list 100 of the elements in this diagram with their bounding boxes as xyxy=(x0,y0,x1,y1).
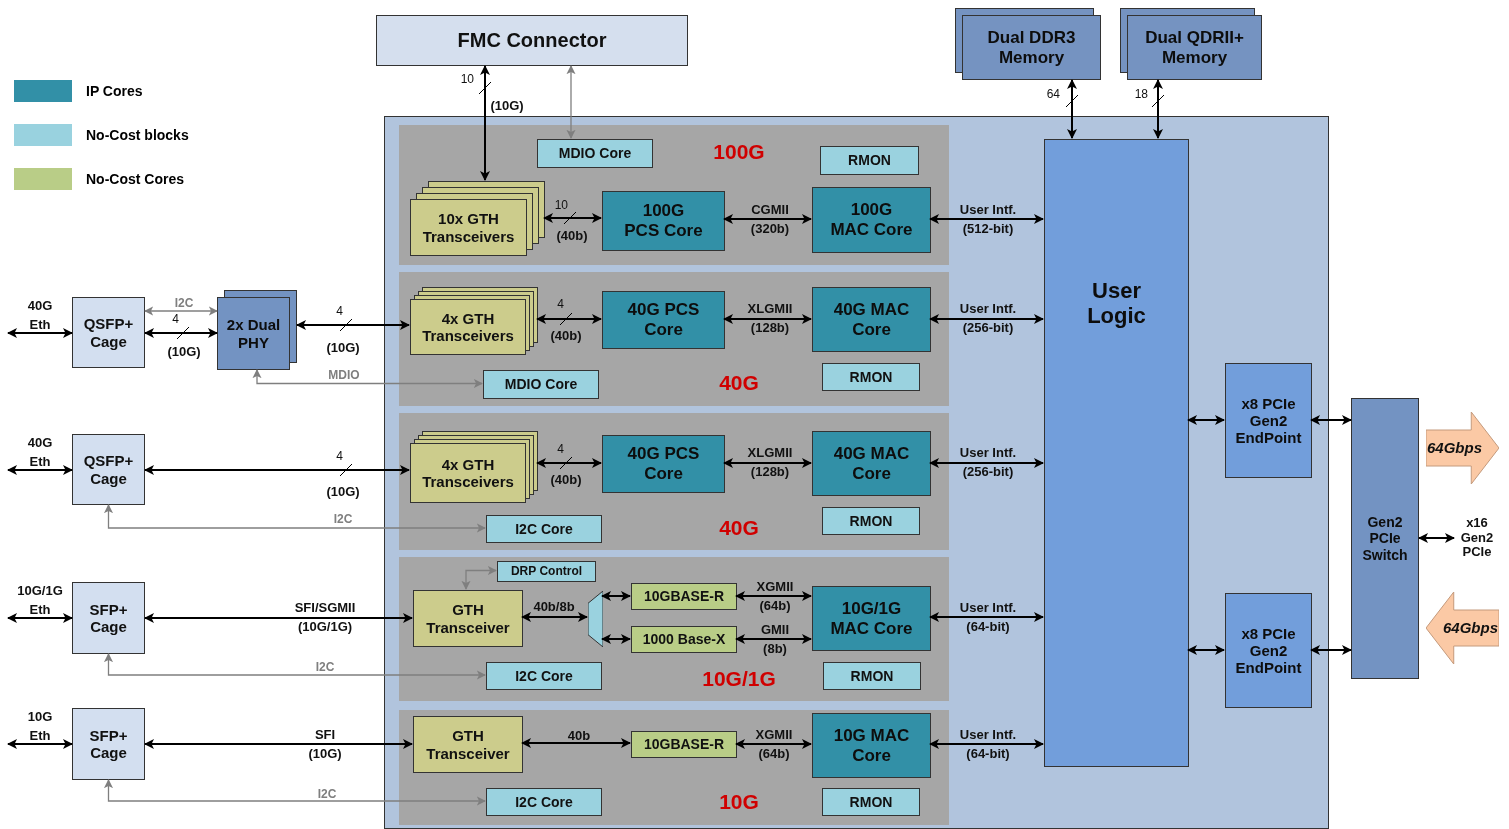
core-block xyxy=(483,370,599,399)
core-block xyxy=(486,788,602,816)
node-label: 10GBASE-R xyxy=(643,588,725,605)
node-label: 40G PCS Core xyxy=(626,300,701,340)
edge-label: 40b/8b xyxy=(532,597,576,616)
arrow xyxy=(144,328,218,338)
node-label: MDIO Core xyxy=(504,376,578,393)
arrow xyxy=(723,214,812,224)
node-label: Dual QDRII+ Memory xyxy=(1144,27,1245,68)
arrow xyxy=(929,314,1044,324)
core-block xyxy=(822,788,920,816)
control-line xyxy=(566,65,576,139)
arrow xyxy=(1187,415,1225,425)
arrow xyxy=(1153,79,1163,139)
data-path-panel xyxy=(399,710,949,825)
transceiver-stack xyxy=(410,287,538,355)
arrow xyxy=(543,213,602,223)
node-label: Dual DDR3 Memory xyxy=(986,27,1077,68)
core-block xyxy=(812,431,931,496)
arrow xyxy=(7,328,73,338)
arrow xyxy=(735,591,812,601)
core-block xyxy=(602,191,725,251)
transceiver-block xyxy=(413,590,523,647)
panel-heading: 10G xyxy=(719,790,759,814)
data-path-panel xyxy=(399,125,949,265)
node-label: QSFP+ Cage xyxy=(82,452,135,487)
node-label: 2x Dual PHY xyxy=(225,316,282,351)
edge-label: 10G/1G Eth xyxy=(16,582,64,619)
edge-label: User Intf. (256-bit) xyxy=(958,444,1018,481)
control-line xyxy=(461,565,497,590)
edge-label: (40b) xyxy=(549,326,583,345)
signal-label: I2C xyxy=(316,787,338,801)
arrow xyxy=(929,739,1044,749)
node-label: x8 PCIe Gen2 EndPoint xyxy=(1234,624,1303,677)
node-label: DRP Control xyxy=(510,564,583,579)
bus-width: 4 xyxy=(171,312,179,326)
edge-label: 40G Eth xyxy=(26,434,54,471)
control-line xyxy=(103,779,486,806)
arrow xyxy=(1310,415,1352,425)
node-label: SFP+ Cage xyxy=(88,726,129,762)
arrow xyxy=(1067,79,1077,139)
node-label: 1000 Base-X xyxy=(642,631,726,648)
data-path-panel xyxy=(399,272,949,406)
cage-block xyxy=(72,434,145,505)
core-block xyxy=(602,291,725,349)
node-label: x8 PCIe Gen2 EndPoint xyxy=(1234,394,1303,447)
node-label: 4x GTH Transceivers xyxy=(421,309,515,345)
edge-label: (10G) xyxy=(325,482,361,501)
node-label: 100G PCS Core xyxy=(623,201,704,241)
node-label: RMON xyxy=(849,793,893,811)
node-label: 40G MAC Core xyxy=(832,443,911,484)
arrow xyxy=(735,634,812,644)
bandwidth-arrow xyxy=(1426,592,1499,664)
node-label: RMON xyxy=(848,152,891,169)
core-block xyxy=(822,363,920,391)
node-label: FMC Connector xyxy=(457,29,607,52)
core-block xyxy=(812,187,931,253)
legend-label: No-Cost blocks xyxy=(86,127,189,143)
arrow xyxy=(144,465,410,475)
node-label: 10x GTH Transceivers xyxy=(421,210,516,245)
node-label: QSFP+ Cage xyxy=(82,315,135,350)
bus-width: 4 xyxy=(335,304,343,318)
arrow xyxy=(480,65,490,181)
edge-label: (10G) xyxy=(489,96,525,115)
bus-width: 64 xyxy=(1046,87,1060,101)
arrow xyxy=(929,458,1044,468)
arrow xyxy=(536,314,602,324)
signal-label: I2C xyxy=(173,296,195,310)
node-label: 10G/1G MAC Core xyxy=(829,598,914,639)
panel-heading: 10G/1G xyxy=(702,667,776,691)
transceiver-stack xyxy=(410,431,538,503)
edge-label: (40b) xyxy=(555,226,589,245)
edge-label: 40G Eth xyxy=(26,297,54,334)
edge-label: XGMII (64b) xyxy=(755,578,795,615)
bandwidth-arrow xyxy=(1426,412,1499,484)
fpga-block xyxy=(384,116,1329,829)
legend-label: IP Cores xyxy=(86,83,143,99)
node-label: 100G MAC Core xyxy=(829,200,914,240)
edge-label: User Intf. (512-bit) xyxy=(958,201,1018,238)
node-label: GTH Transceiver xyxy=(425,727,511,762)
panel-heading: 40G xyxy=(719,516,759,540)
arrow xyxy=(296,320,410,330)
memory-block xyxy=(1120,8,1262,80)
edge-label: User Intf. (64-bit) xyxy=(958,726,1018,763)
node-label: 40G MAC Core xyxy=(832,299,911,340)
edge-label: (40b) xyxy=(549,470,583,489)
data-path-panel xyxy=(399,413,949,550)
signal-label: I2C xyxy=(314,660,336,674)
core-block xyxy=(486,662,602,690)
arrow xyxy=(1418,533,1455,543)
arrow xyxy=(1310,645,1352,655)
core-block xyxy=(812,586,931,651)
arrow xyxy=(601,591,631,601)
node-label: MDIO Core xyxy=(558,145,632,162)
node-label: 4x GTH Transceivers xyxy=(421,455,515,491)
endpoint-block xyxy=(1225,363,1312,478)
cage-block xyxy=(72,708,145,780)
node-label: Gen2 PCIe Switch xyxy=(1361,514,1409,563)
bus-width: 10 xyxy=(554,198,568,212)
edge-label: User Intf. (64-bit) xyxy=(958,599,1018,636)
